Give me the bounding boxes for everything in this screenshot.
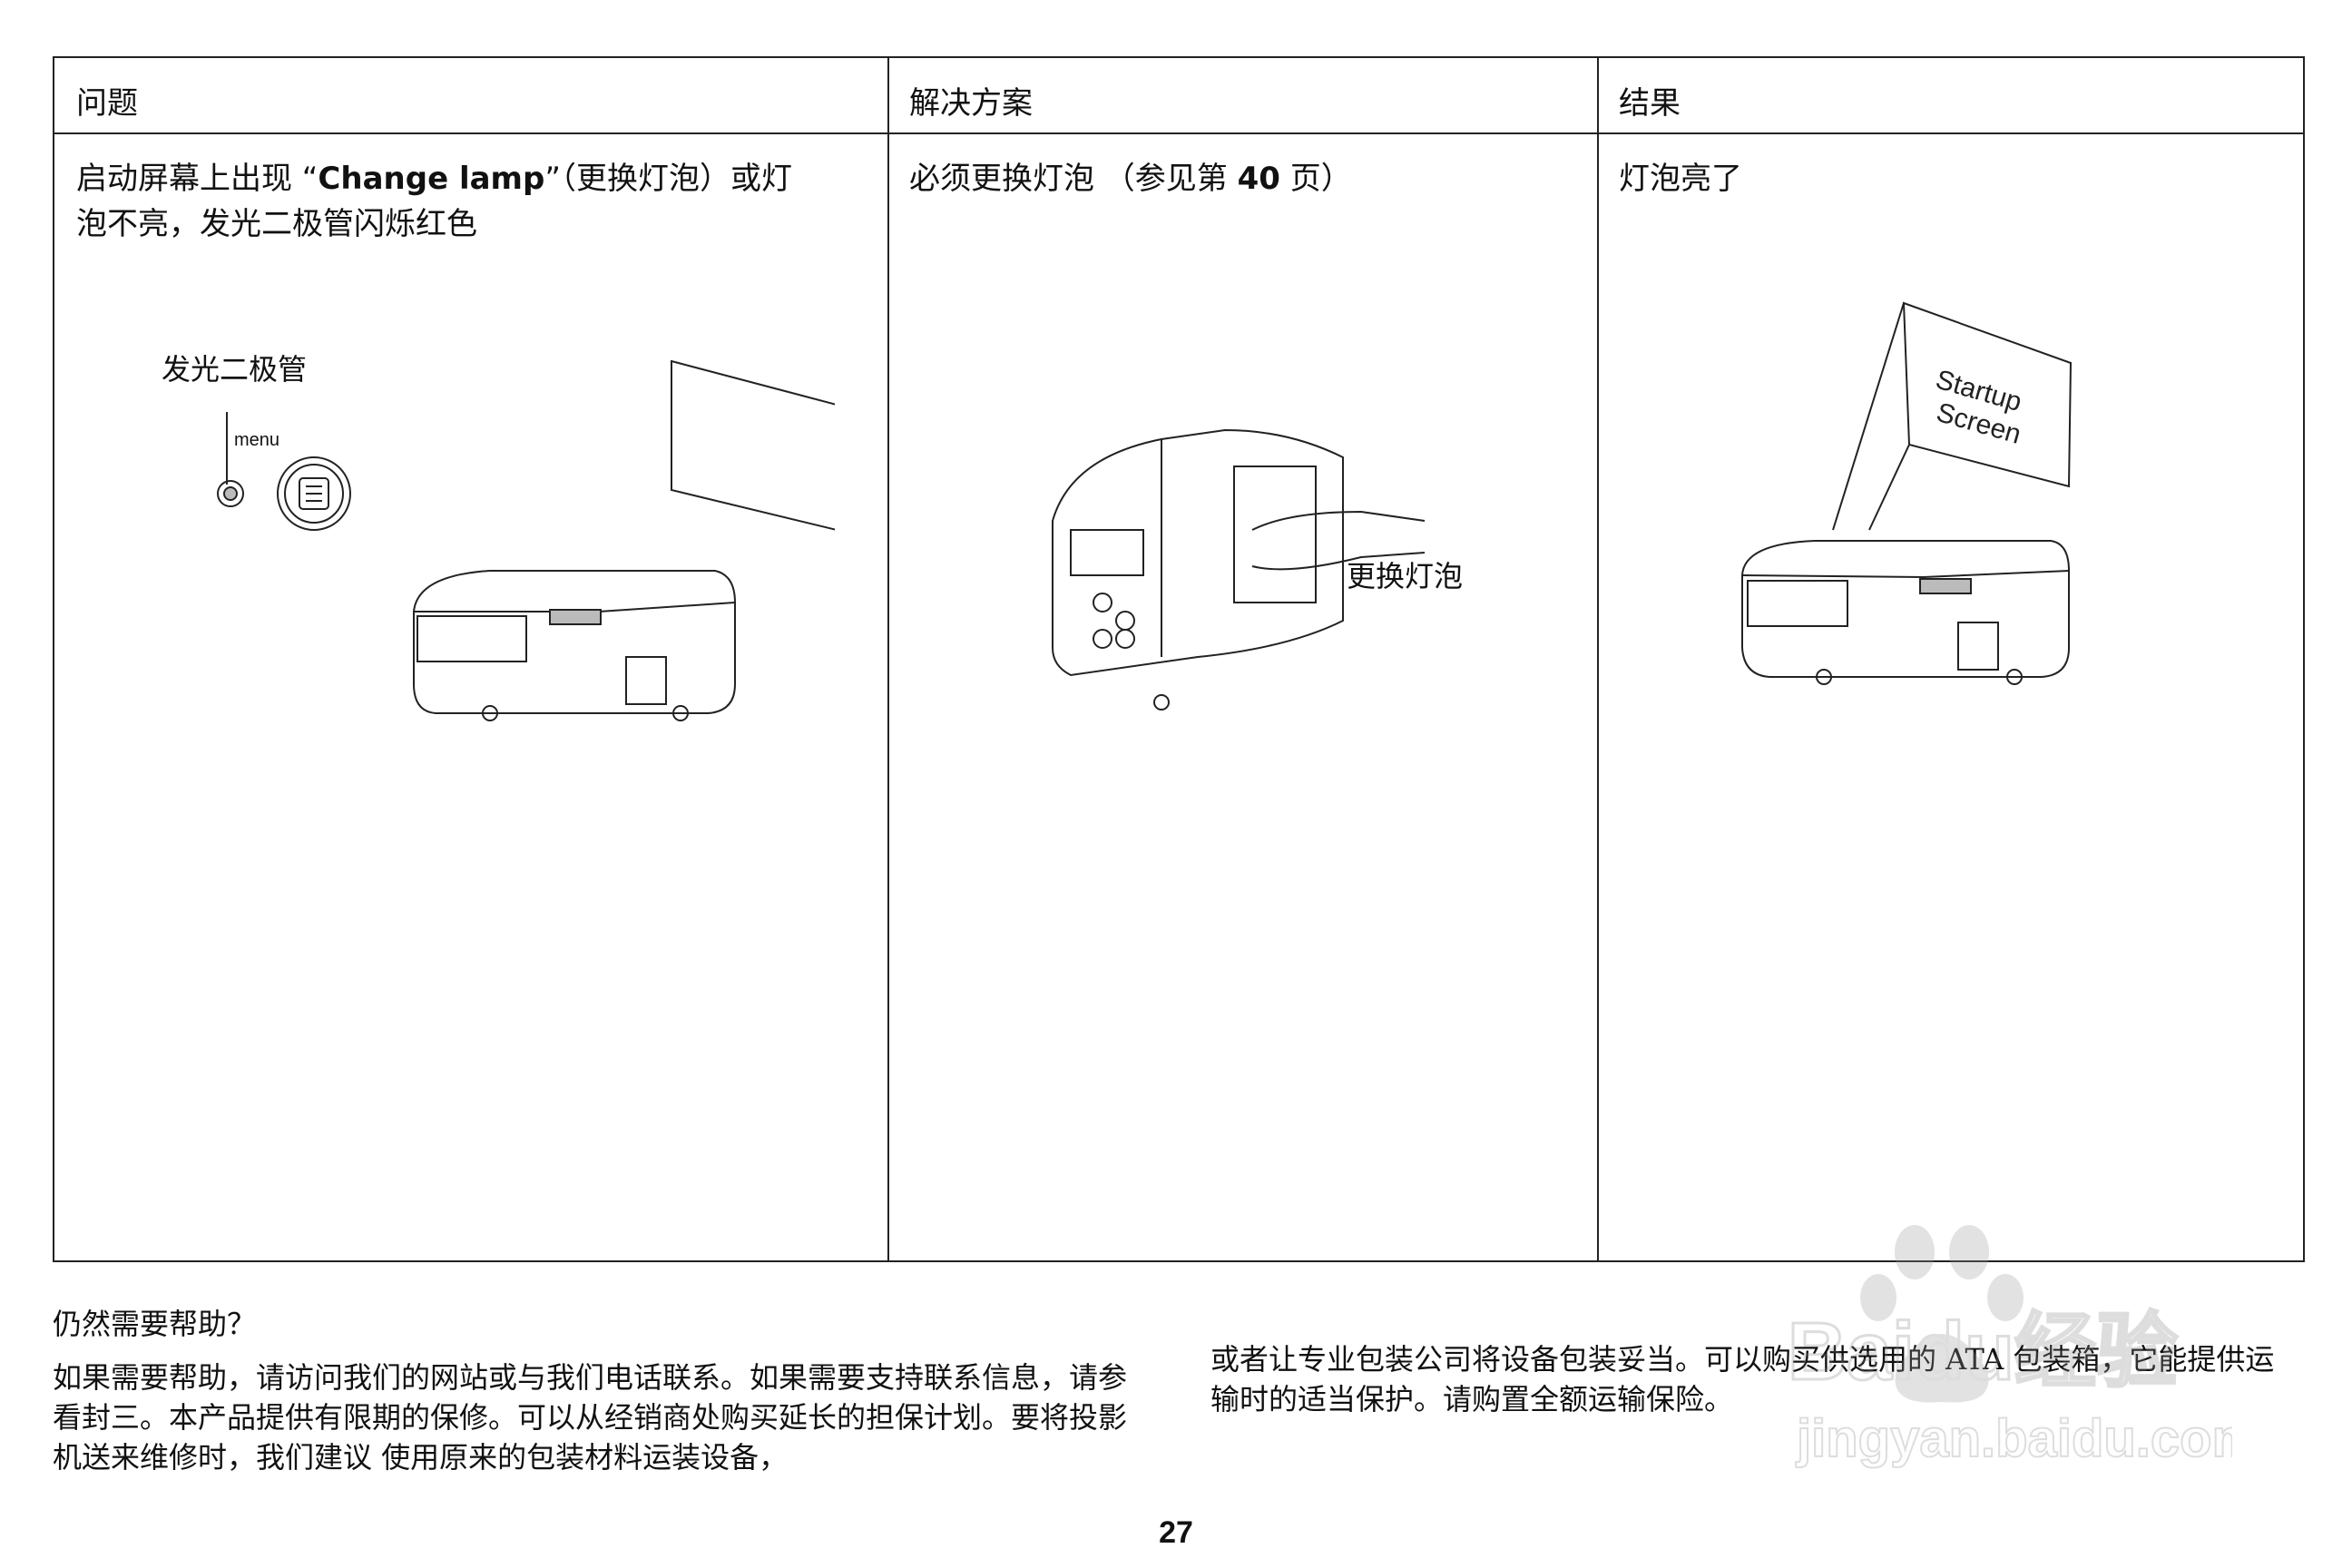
help-paragraph-right: 或者让专业包装公司将设备包装妥当。可以购买供选用的 ATA 包装箱，它能提供运输… <box>1210 1342 2275 1416</box>
startup-screen-illustration: Startup Screen <box>1741 301 2073 685</box>
led-label: 发光二极管 <box>162 352 308 387</box>
projector-body <box>413 570 736 714</box>
header-solution: 解决方案 <box>909 85 1033 122</box>
menu-label: menu <box>234 430 280 450</box>
problem-text-line2: 泡不亮，发光二极管闪烁红色 <box>76 206 477 242</box>
header-problem: 问题 <box>76 85 138 122</box>
menu-button-ring <box>284 464 344 524</box>
projection-screen <box>671 359 835 531</box>
lamp-replacement-illustration <box>1052 428 1426 710</box>
watermark-brand: Baidu经验 <box>1788 1307 2178 1397</box>
projector-side-body <box>1052 428 1344 677</box>
menu-icon <box>299 477 329 510</box>
column-divider <box>1597 58 1599 1260</box>
header-result: 结果 <box>1619 85 1681 122</box>
solution-text-main: 必须更换灯泡 （参见第 <box>909 161 1238 197</box>
problem-text: 启动屏幕上出现 “Change lamp”（更换灯泡）或灯 泡不亮，发光二极管闪… <box>76 156 857 247</box>
solution-text-after: 页） <box>1279 161 1352 197</box>
problem-text-bold: Change lamp <box>318 161 545 197</box>
column-divider <box>887 58 889 1260</box>
lamp-door <box>1233 466 1317 603</box>
replace-lamp-label: 更换灯泡 <box>1347 559 1464 593</box>
solution-page-ref: 40 <box>1237 161 1280 197</box>
solution-text: 必须更换灯泡 （参见第 40 页） <box>909 156 1581 201</box>
result-text: 灯泡亮了 <box>1619 161 1742 197</box>
problem-text-prefix: 启动屏幕上出现 “ <box>76 161 318 197</box>
projector-body-result <box>1741 540 2070 678</box>
baidu-jingyan-watermark: Baidu经验 jingyan.baidu.com <box>1787 1225 2232 1469</box>
header-divider <box>54 132 2303 134</box>
startup-screen-frame <box>1902 301 2073 488</box>
troubleshooting-table: 问题 解决方案 结果 启动屏幕上出现 “Change lamp”（更换灯泡）或灯… <box>53 56 2305 1262</box>
help-paragraph-left: 如果需要帮助，请访问我们的网站或与我们电话联系。如果需要支持联系信息，请参看封三… <box>53 1360 1128 1475</box>
led-indicator-outer <box>217 480 244 507</box>
help-title: 仍然需要帮助？ <box>53 1307 257 1341</box>
watermark-url: jingyan.baidu.com <box>1796 1409 2232 1468</box>
hand-arm <box>1251 510 1426 531</box>
page-number: 27 <box>1159 1515 1193 1550</box>
projector-led-illustration <box>217 359 835 721</box>
problem-text-suffix: ”（更换灯泡）或灯 <box>544 161 792 197</box>
menu-button-outer <box>277 456 351 531</box>
led-indicator-inner <box>223 486 238 501</box>
